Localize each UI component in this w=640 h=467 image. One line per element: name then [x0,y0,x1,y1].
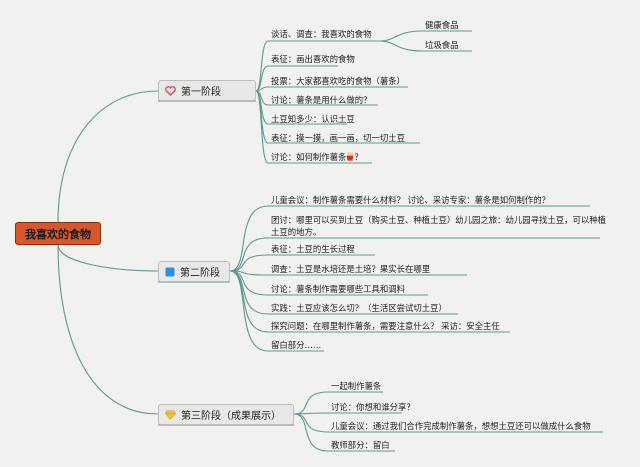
stage-2-item-6: 实践：土豆应该怎么切？（生活区尝试切土豆） [271,303,447,313]
stage-3-item-1: 一起制作薯条 [331,381,382,391]
stage-2-item-3: 表征：土豆的生长过程 [271,244,355,254]
stage-2-item-4: 调查：土豆是水培还是土培？果实长在哪里 [271,264,431,274]
yellow-gem-icon [165,410,176,420]
stage-1-item-6: 表征：摸一摸，画一画，切一切土豆 [271,133,405,143]
stage-3-label: 第三阶段（成果展示） [181,411,281,422]
stage-3-item-3: 儿童会议：通过我们合作完成制作薯条，想想土豆还可以做成什么食物 [331,421,591,431]
heart-outline-icon [165,85,176,96]
stage-1-sub-junk: 垃圾食品 [425,40,459,50]
stage-1-link-7 [255,90,372,164]
stage-1-item-1: 谈话、调查：我喜欢的食物 [271,29,372,39]
stage-1-item-7: 讨论：如何制作薯条 ？ [271,151,363,163]
sub-link-junk [379,40,472,52]
stage-2-link-1 [229,205,590,272]
stage-2-item-7: 探究问题：在哪里制作薯条，需要注意什么？ 采访：安全主任 [271,321,500,331]
stage-2-item-5: 讨论：薯条制作需要哪些工具和调料 [271,284,405,294]
stage-3-link-3 [293,413,603,433]
stage-1-label: 第一阶段 [181,87,221,98]
stage-2-label: 第二阶段 [180,268,220,279]
stage-1-link-3 [255,86,408,92]
stage-3-link-1 [293,391,383,415]
stage-1-item-3: 投票：大家都喜欢吃的食物（薯条） [271,76,405,86]
stage-3-node[interactable]: 第三阶段（成果展示） [158,404,294,425]
root-to-stage-1 [57,90,159,223]
stage-3-link-2 [293,412,402,415]
stage-1-node[interactable]: 第一阶段 [158,80,256,101]
stage-3-item-4: 教师部分：留白 [331,440,390,450]
stage-1-item-4: 讨论：薯条是用什么做的？ [271,95,372,105]
stage-2-item-1: 儿童会议：制作薯条需要什么材料？ 讨论、采访专家：薯条是如何制作的？ [271,195,551,205]
stage-3-item-2: 讨论：你想和谁分享？ [331,402,415,412]
stage-1-item-7-text: 讨论：如何制作薯条 [271,152,347,162]
stage-1-sub-healthy: 健康食品 [425,20,459,30]
stage-1-item-2: 表征：画出喜欢的食物 [271,54,355,64]
stage-2-link-8 [229,270,324,352]
sub-link-healthy [379,30,472,42]
fries-icon [346,152,354,161]
blue-square-icon [165,267,175,277]
stage-2-link-4 [229,270,467,276]
stage-2-node[interactable]: 第二阶段 [158,261,230,282]
root-label: 我喜欢的食物 [25,227,91,241]
stage-3-link-4 [293,413,395,452]
stage-2-link-3 [229,254,375,272]
stage-2-item-2: 团讨：哪里可以买到土豆（购买土豆、种植土豆）幼儿园之旅：幼儿园寻找土豆，可以种植… [271,215,606,237]
stage-1-link-2 [255,65,338,92]
stage-1-item-7-suffix: ？ [354,152,363,162]
stage-2-link-2 [229,237,600,272]
stage-1-item-5: 土豆知多少：认识土豆 [271,114,355,124]
root-to-stage-2 [57,244,159,272]
root-node[interactable]: 我喜欢的食物 [15,222,101,245]
stage-2-item-8: 留白部分…… [271,340,322,350]
root-to-stage-3 [57,244,159,415]
